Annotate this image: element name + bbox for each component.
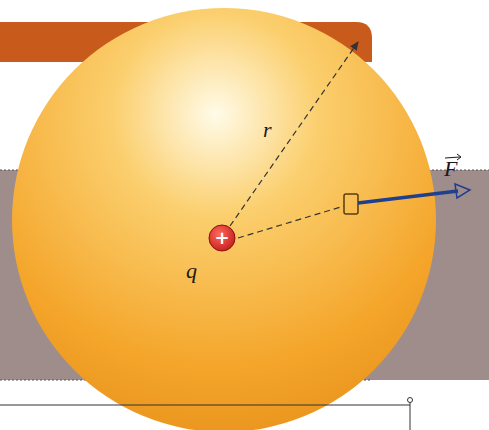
force-arrowhead xyxy=(455,184,470,198)
test-charge xyxy=(344,194,358,214)
vector-mark xyxy=(457,154,461,160)
symbol-label: F xyxy=(444,156,457,182)
radius-line xyxy=(230,42,358,226)
frame-line xyxy=(0,405,410,406)
point-charge: + xyxy=(208,224,236,252)
charge-sign: + xyxy=(214,229,229,247)
frame-line xyxy=(410,402,411,430)
gaussian-sphere xyxy=(12,8,436,430)
symbol-label: r xyxy=(263,117,272,143)
force-arrow xyxy=(358,191,458,203)
symbol-label: q xyxy=(186,258,197,284)
frame-dot xyxy=(408,398,413,403)
radial-line xyxy=(238,206,344,238)
